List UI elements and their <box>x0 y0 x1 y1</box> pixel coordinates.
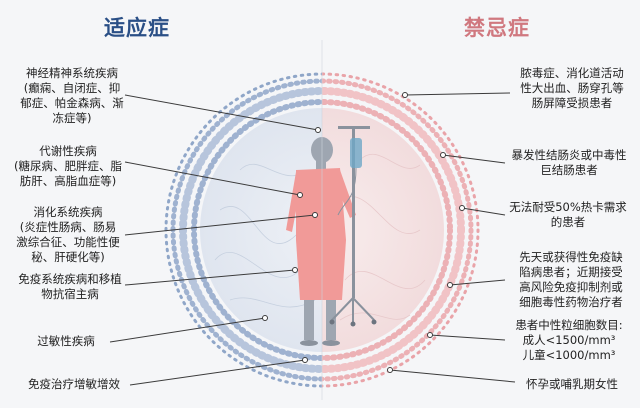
indication-metabolic: 代谢性疾病 (糖尿病、肥胖症、脂 肪肝、高脂血症等) <box>14 144 122 188</box>
contraindication-calorie: 无法耐受50%热卡需求 的患者 <box>509 200 627 229</box>
indications-title: 适应症 <box>104 16 170 40</box>
indication-digestive: 消化系统疾病 (炎症性肠病、肠易 激综合征、功能性便 秘、肝硬化等) <box>16 205 120 264</box>
indication-neuropsychiatric: 神经精神系统疾病 (癫痫、自闭症、抑 郁症、帕金森病、渐 冻症等) <box>20 66 124 125</box>
contraindication-barrier: 脓毒症、消化道活动 性大出血、肠穿孔等 肠屏障受损患者 <box>520 66 624 110</box>
indication-immune: 免疫系统疾病和移植 物抗宿主病 <box>18 272 122 301</box>
left-connectors <box>109 94 321 386</box>
contraindications-title: 禁忌症 <box>464 16 530 40</box>
indication-allergic: 过敏性疾病 <box>37 334 95 348</box>
right-connectors <box>387 92 516 383</box>
contraindication-immunodeficiency: 先天或获得性免疫缺 陷病患者；近期接受 高风险免疫抑制剂或 细胞毒性药物治疗者 <box>519 250 623 309</box>
contraindication-colitis: 暴发性结肠炎或中毒性 巨结肠患者 <box>511 148 627 177</box>
contraindication-pregnancy: 怀孕或哺乳期女性 <box>526 377 618 391</box>
indication-immunotherapy: 免疫治疗增敏增效 <box>28 377 120 391</box>
iv-stand <box>329 126 377 327</box>
contraindication-neutrophil: 患者中性粒细胞数目: 成人<1500/mm³ 儿童<1000/mm³ <box>515 318 623 362</box>
